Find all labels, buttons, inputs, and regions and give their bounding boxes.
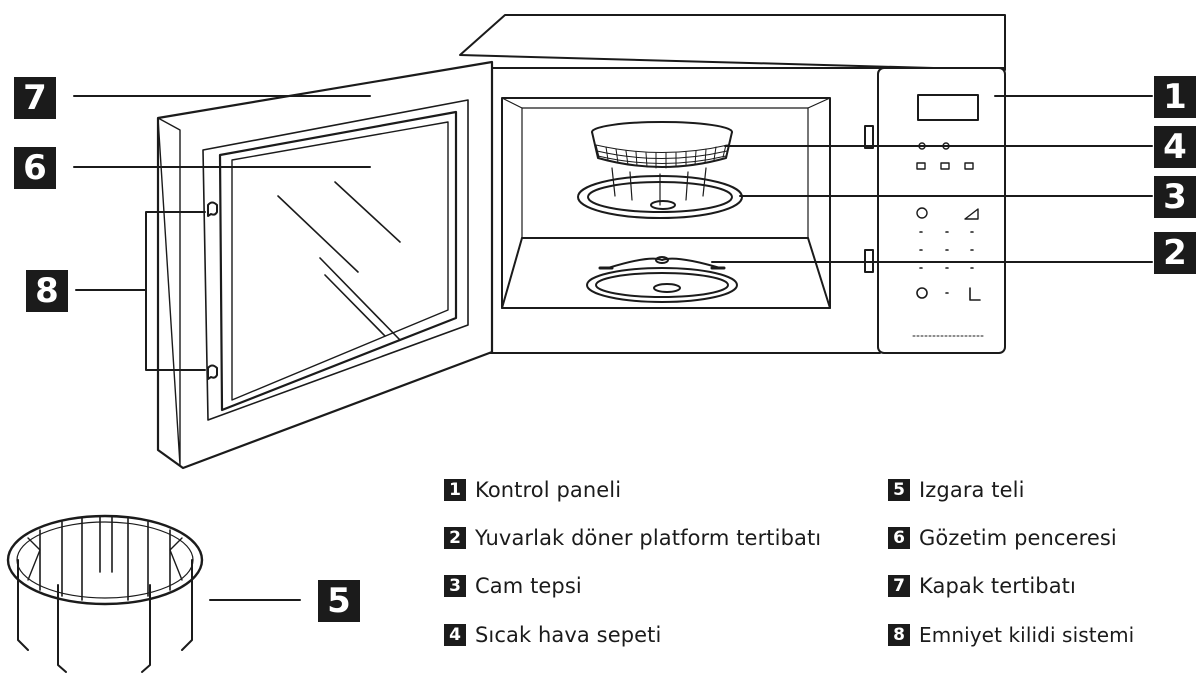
wire-rack xyxy=(6,514,204,673)
latch-slot-upper xyxy=(864,125,874,149)
display-window xyxy=(917,94,979,121)
leader-bracket-8 xyxy=(145,211,206,371)
legend-item-7: 7 Kapak tertibatı xyxy=(888,571,1076,601)
legend-number: 7 xyxy=(888,575,910,597)
glass-tray xyxy=(577,167,743,219)
legend-item-5: 5 Izgara teli xyxy=(888,475,1025,505)
air-fry-basket xyxy=(591,121,733,169)
legend-item-1: 1 Kontrol paneli xyxy=(444,475,621,505)
legend-label: Emniyet kilidi sistemi xyxy=(919,623,1135,647)
legend-label: Izgara teli xyxy=(919,478,1025,502)
legend-label: Yuvarlak döner platform tertibatı xyxy=(475,526,822,550)
legend-item-2: 2 Yuvarlak döner platform tertibatı xyxy=(444,523,821,553)
callout-1: 1 xyxy=(1154,76,1196,118)
legend-label: Kapak tertibatı xyxy=(919,574,1076,598)
legend-number: 5 xyxy=(888,479,910,501)
legend-item-4: 4 Sıcak hava sepeti xyxy=(444,620,661,650)
legend-label: Cam tepsi xyxy=(475,574,582,598)
legend-number: 4 xyxy=(444,624,466,646)
legend-number: 8 xyxy=(888,624,910,646)
legend-item-3: 3 Cam tepsi xyxy=(444,571,582,601)
callout-6: 6 xyxy=(14,147,56,189)
legend-item-6: 6 Gözetim penceresi xyxy=(888,523,1117,553)
legend-number: 3 xyxy=(444,575,466,597)
legend-item-8: 8 Emniyet kilidi sistemi xyxy=(888,620,1134,650)
callout-8: 8 xyxy=(26,270,68,312)
callout-7: 7 xyxy=(14,77,56,119)
safety-interlock-hooks xyxy=(207,201,218,380)
legend-number: 2 xyxy=(444,527,466,549)
legend-label: Gözetim penceresi xyxy=(919,526,1117,550)
keypad xyxy=(912,231,986,337)
legend-label: Sıcak hava sepeti xyxy=(475,623,662,647)
callout-2: 2 xyxy=(1154,232,1196,274)
callout-4: 4 xyxy=(1154,126,1196,168)
callout-5: 5 xyxy=(318,580,360,622)
observation-window xyxy=(218,110,458,412)
turntable-ring xyxy=(586,256,738,303)
legend-label: Kontrol paneli xyxy=(475,478,622,502)
door-assembly xyxy=(156,60,494,470)
legend-number: 1 xyxy=(444,479,466,501)
callout-3: 3 xyxy=(1154,176,1196,218)
leader-lines xyxy=(73,95,1153,601)
legend-number: 6 xyxy=(888,527,910,549)
